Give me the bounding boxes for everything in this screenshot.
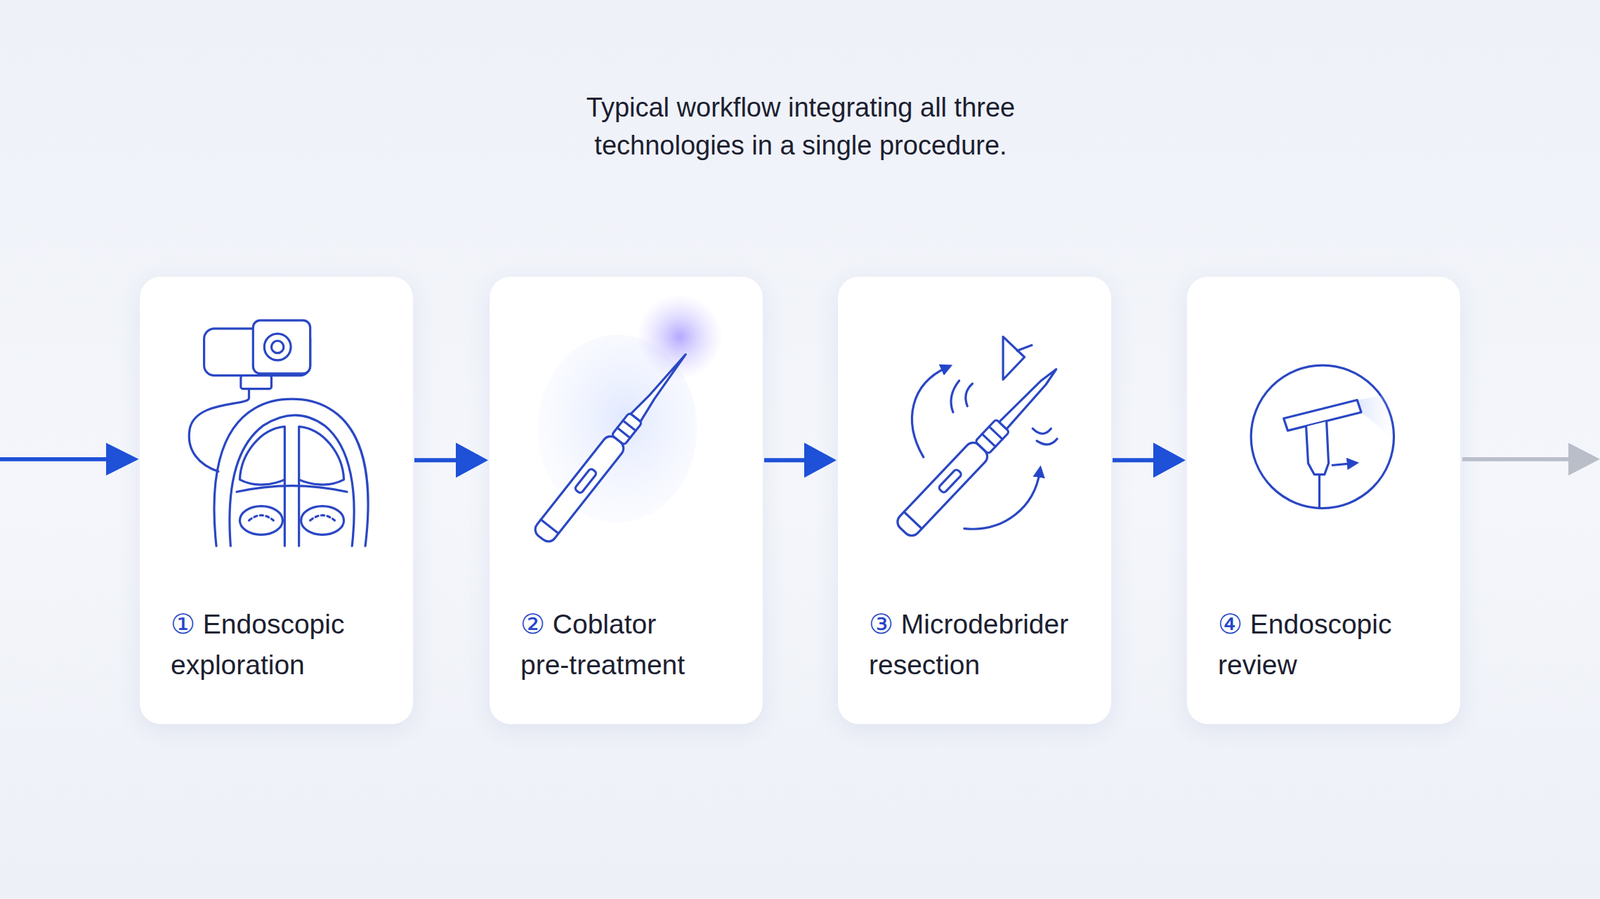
step-card: ① Endoscopic exploration	[139, 276, 413, 725]
flow-out-arrow-part	[1568, 443, 1600, 476]
flow-out-arrow-part	[1462, 457, 1574, 462]
step-label: ① Endoscopic exploration	[170, 604, 408, 686]
step-label: ③ Microdebrider resection	[868, 604, 1106, 686]
flow-arrow	[1112, 457, 1165, 463]
step-card: ② Coblator pre-treatment	[489, 276, 763, 725]
flow-in-arrow-part	[106, 443, 139, 476]
diagram-title: Typical workflow integrating all three t…	[533, 88, 1068, 165]
step-label: ④ Endoscopic review	[1217, 604, 1455, 686]
step-label: ② Coblator pre-treatment	[520, 604, 758, 686]
step-card: ④ Endoscopic review	[1187, 276, 1461, 725]
flow-arrow	[764, 457, 816, 463]
step-card: ③ Microdebrider resection	[837, 276, 1112, 725]
flow-in-arrow-part	[0, 457, 113, 462]
flow-arrow	[414, 457, 468, 463]
flow-in-arrow	[0, 443, 140, 476]
flow-out-arrow	[1462, 443, 1600, 476]
